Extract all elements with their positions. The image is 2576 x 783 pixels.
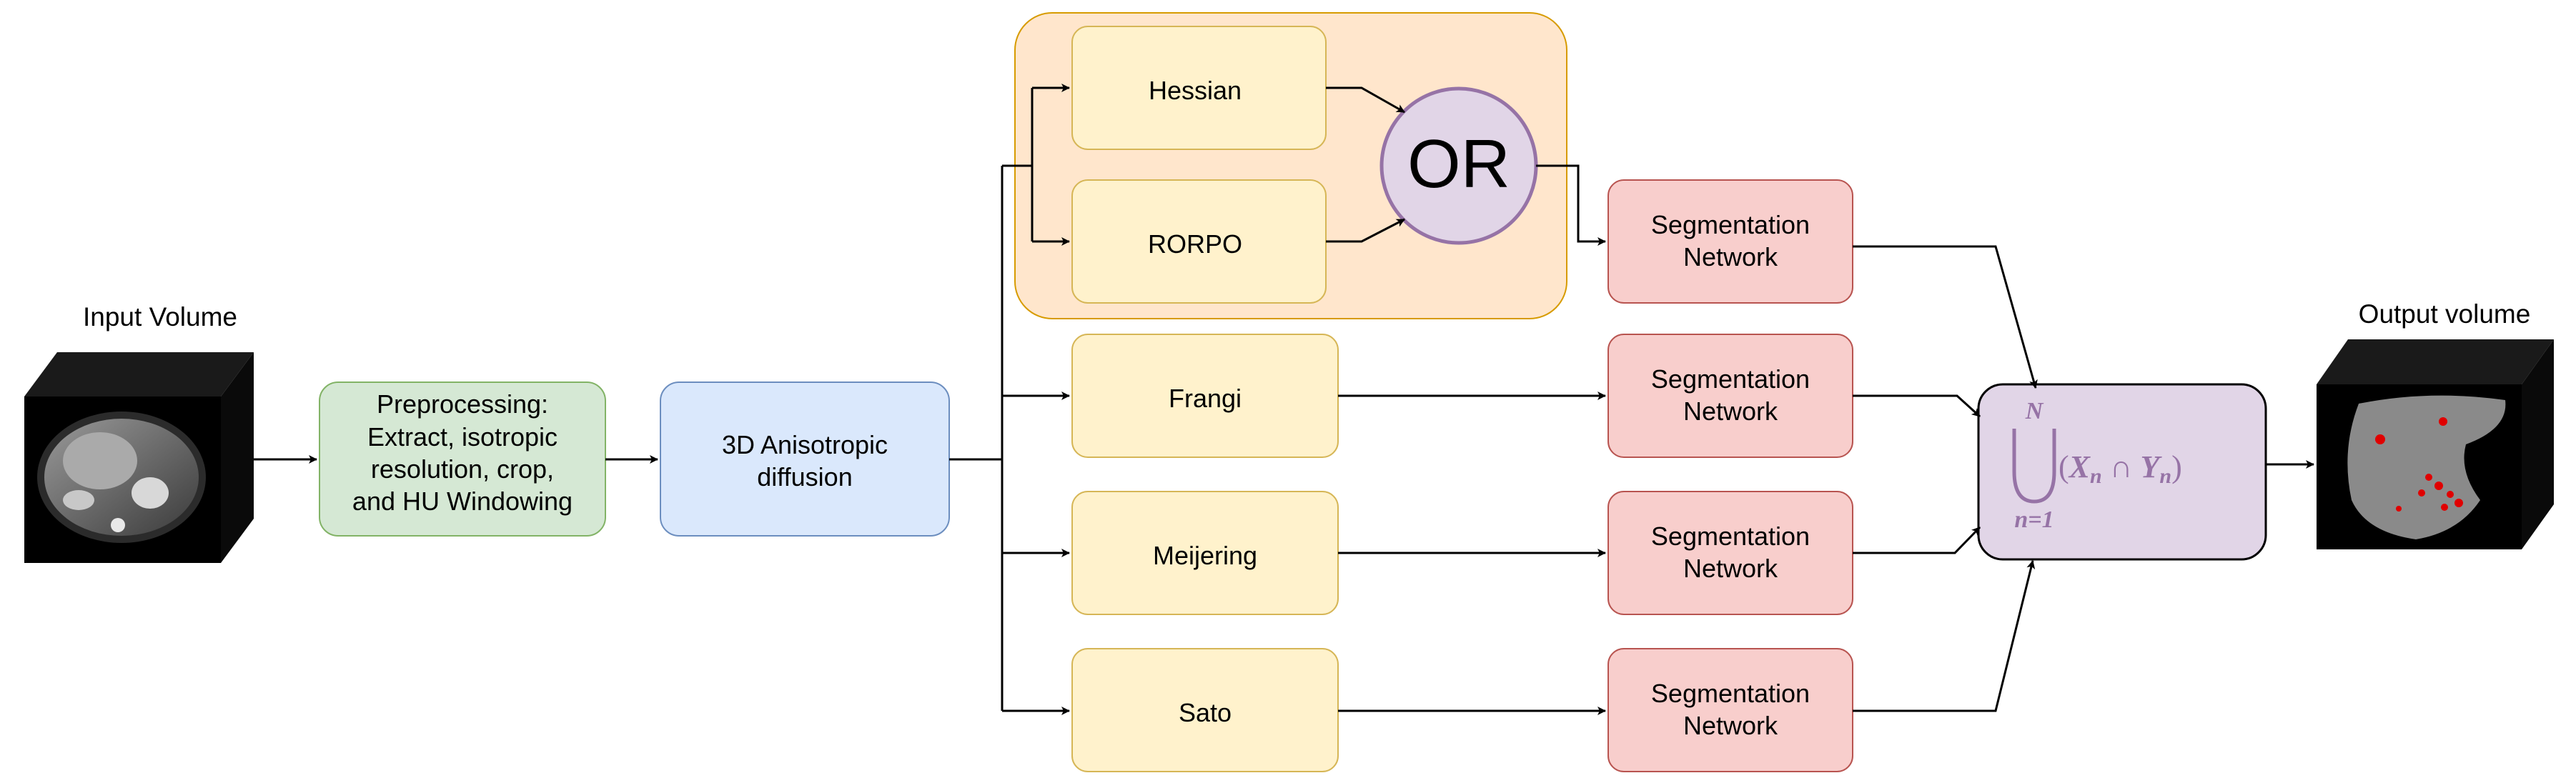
output-volume-label: Output volume [2359,299,2531,329]
arrow-rorpo-to-or [1326,218,1405,243]
connectors [254,84,2314,715]
arrow-segnet-4-to-union [1853,560,2036,712]
segmentation-network-3 [1607,491,1853,615]
segmentation-network-2 [1607,334,1853,458]
segmentation-network-1-line-2: Network [1683,242,1778,271]
preprocessing-line-2: Extract, isotropic [367,422,558,452]
formula-y: Y [2140,449,2162,484]
arrow-or-to-segnet-1 [1536,164,1606,246]
segmentation-network-4 [1607,648,1853,772]
segmentation-network-1 [1607,179,1853,304]
preprocessing-line-3: resolution, crop, [371,454,554,484]
sato-label: Sato [1179,698,1232,727]
arrow-segnet-3-to-union [1853,526,1981,554]
or-label: OR [1407,126,1510,202]
union-lower-limit: n=1 [2014,507,2054,533]
hessian-label: Hessian [1149,76,1242,105]
segmentation-network-2-line-2: Network [1683,397,1778,426]
union-box [1977,383,2267,561]
input-volume-label: Input Volume [83,302,237,331]
formula-x-sub: n [2090,464,2102,488]
arrow-hessian-to-or [1326,86,1405,114]
input-volume-cube [24,352,254,563]
arrow-segnet-1-to-union [1853,245,2038,389]
arrow-segnet-2-to-union [1853,394,1981,418]
segmentation-network-4-line-2: Network [1683,711,1778,740]
preprocessing-line-1: Preprocessing: [377,389,548,419]
formula-x: X [2068,449,2091,484]
formula-y-sub: n [2159,464,2171,488]
svg-text:(Xn ∩ Yn): (Xn ∩ Yn) [2059,449,2182,488]
formula-open-paren: ( [2059,449,2069,484]
diffusion-line-2: diffusion [757,462,852,492]
union-formula: N n=1 (Xn ∩ Yn) [2012,398,2182,533]
output-volume-cube [2317,339,2554,549]
segmentation-network-3-line-1: Segmentation [1651,522,1810,551]
segmentation-network-1-line-1: Segmentation [1651,210,1810,239]
segmentation-network-2-line-1: Segmentation [1651,364,1810,394]
formula-close-paren: ) [2171,449,2182,484]
segmentation-network-4-line-1: Segmentation [1651,679,1810,708]
segmentation-network-3-line-2: Network [1683,554,1778,583]
frangi-label: Frangi [1169,384,1242,413]
formula-cap: ∩ [2102,449,2141,484]
union-symbol [2012,429,2056,504]
union-upper-limit: N [2025,398,2044,424]
preprocessing-line-4: and HU Windowing [352,487,573,516]
rorpo-label: RORPO [1148,229,1242,259]
diffusion-line-1: 3D Anisotropic [722,430,888,459]
meijering-label: Meijering [1153,541,1257,570]
